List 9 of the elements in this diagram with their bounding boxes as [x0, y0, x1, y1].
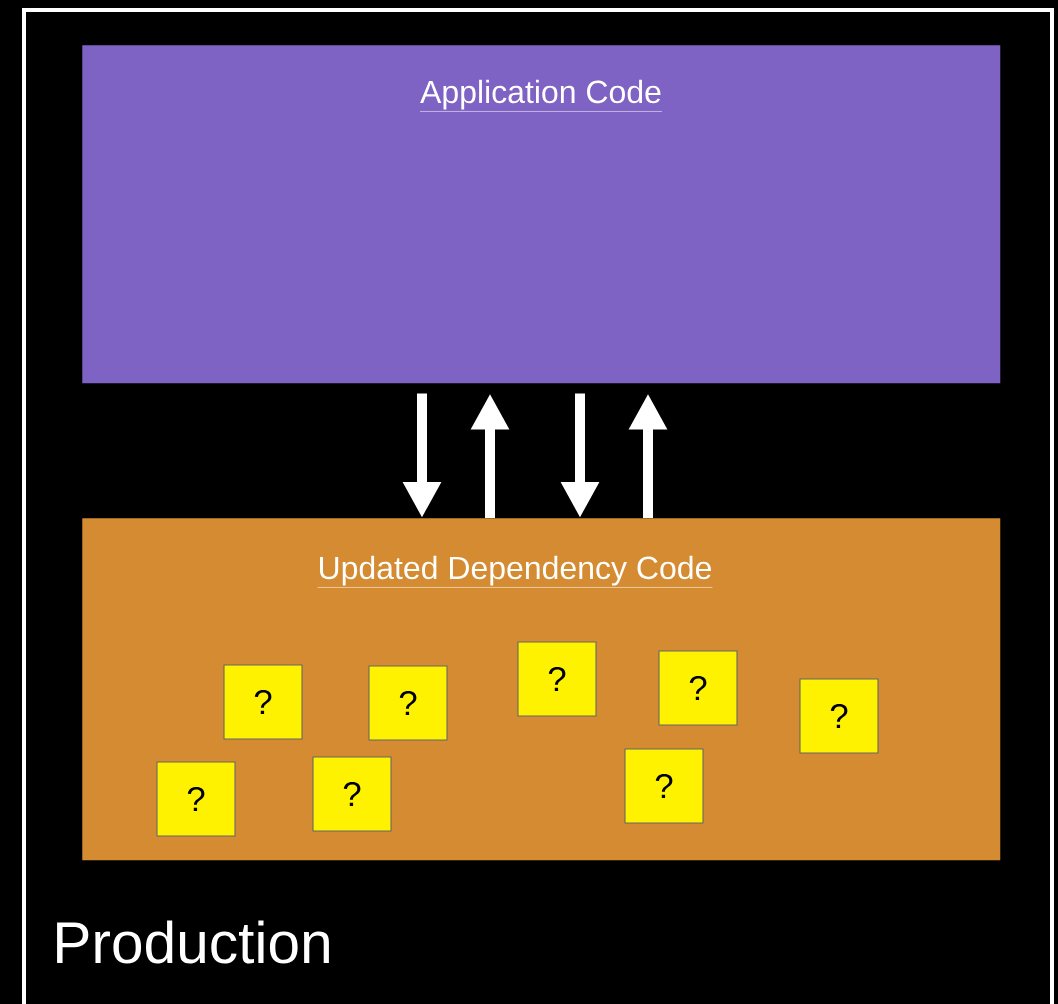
- question-box: ?: [658, 650, 738, 726]
- question-box: ?: [156, 761, 236, 837]
- question-box: ?: [368, 665, 448, 741]
- question-box: ?: [312, 756, 392, 832]
- question-box: ?: [624, 748, 704, 824]
- code-box: Application Code: [82, 45, 1001, 384]
- question-box: ?: [223, 664, 303, 740]
- question-box: ?: [799, 678, 879, 754]
- question-box: ?: [517, 641, 597, 717]
